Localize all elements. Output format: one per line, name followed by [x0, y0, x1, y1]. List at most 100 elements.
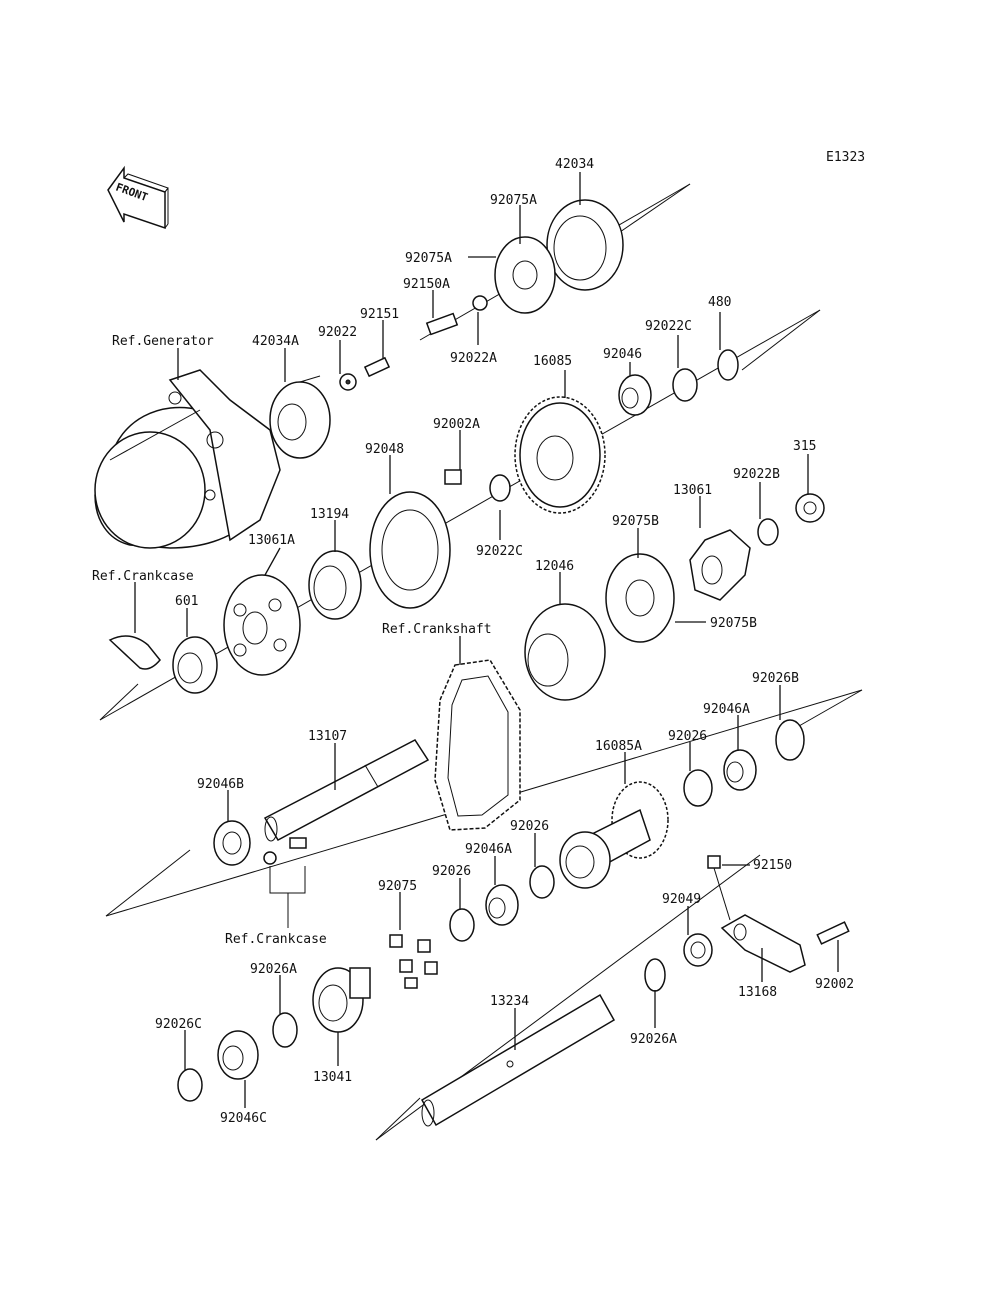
front-arrow-icon: FRONT	[107, 165, 169, 230]
label-92002a: 92002A	[433, 417, 480, 432]
chain-ref-crankshaft	[434, 659, 521, 831]
bolt-92150	[707, 855, 731, 921]
bolt-92150a	[425, 312, 459, 336]
gear-16085	[514, 396, 606, 514]
label-315: 315	[793, 439, 816, 454]
label-92022b: 92022B	[733, 467, 780, 482]
bolt-92002	[816, 921, 850, 945]
label-42034a: 42034A	[252, 334, 299, 349]
ring-92026a-lower	[272, 1012, 298, 1048]
label-92046b: 92046B	[197, 777, 244, 792]
leader-lines	[134, 172, 839, 1108]
label-92026a-2: 92026A	[630, 1032, 677, 1047]
washer-92022b	[757, 518, 779, 546]
label-92026a-1: 92026A	[250, 962, 297, 977]
label-13234: 13234	[490, 994, 529, 1009]
ring-92026-b	[529, 865, 555, 899]
label-ref-generator: Ref.Generator	[112, 334, 214, 349]
label-92075a-1: 92075A	[490, 193, 537, 208]
label-92075b-1: 92075B	[612, 514, 659, 529]
label-601: 601	[175, 594, 198, 609]
shaft-13107	[263, 739, 430, 842]
plate-92048	[369, 491, 451, 609]
washer-crankcase	[263, 851, 277, 865]
bolt-92002a	[444, 469, 462, 485]
generator-cover	[94, 369, 281, 549]
bolt-92151	[363, 356, 391, 378]
collar-13194	[308, 550, 362, 620]
damper-92075	[389, 934, 438, 989]
bearing-92046	[618, 374, 652, 416]
label-92075: 92075	[378, 879, 417, 894]
washer-92022a	[472, 295, 488, 311]
ring-92026-c	[449, 908, 475, 942]
label-92049: 92049	[662, 892, 701, 907]
label-16085a: 16085A	[595, 739, 642, 754]
flange-42034a	[269, 375, 331, 459]
label-13061: 13061	[673, 483, 712, 498]
label-ref-crankshaft: Ref.Crankshaft	[382, 622, 492, 637]
label-92026c: 92026C	[155, 1017, 202, 1032]
damper-rubber-92075b	[605, 553, 675, 643]
label-92022: 92022	[318, 325, 357, 340]
label-42034: 42034	[555, 157, 594, 172]
label-12046: 12046	[535, 559, 574, 574]
label-13061a: 13061A	[248, 533, 295, 548]
ring-92026a-shaft	[644, 958, 666, 992]
part-labels: 42034 92075A 92075A 92150A 92022A 16085 …	[92, 157, 854, 1126]
cup-16085a	[559, 831, 611, 889]
label-92022c-1: 92022C	[645, 319, 692, 334]
ring-92026-a	[683, 769, 713, 807]
seal-92046b	[213, 820, 251, 866]
label-92046a-1: 92046A	[703, 702, 750, 717]
label-92026-2: 92026	[510, 819, 549, 834]
label-92046: 92046	[603, 347, 642, 362]
hub-13061a	[223, 574, 301, 676]
label-92026-1: 92026	[668, 729, 707, 744]
bearing-92046a-lower	[485, 884, 519, 926]
damper-rubber-92075a	[494, 236, 556, 314]
label-92046a-2: 92046A	[465, 842, 512, 857]
diagram-code: E1323	[826, 150, 865, 165]
circlip-480	[717, 349, 739, 381]
bearing-601	[172, 636, 218, 694]
arm-13168	[720, 914, 806, 973]
label-13194: 13194	[310, 507, 349, 522]
sprocket-12046	[524, 603, 606, 701]
damper-housing-42034	[546, 199, 624, 291]
label-92048: 92048	[365, 442, 404, 457]
washer-92026c	[177, 1068, 203, 1102]
label-92002: 92002	[815, 977, 854, 992]
label-92075b-2: 92075B	[710, 616, 757, 631]
label-92046c: 92046C	[220, 1111, 267, 1126]
label-13168: 13168	[738, 985, 777, 1000]
label-ref-crankcase-2: Ref.Crankcase	[225, 932, 327, 947]
label-13107: 13107	[308, 729, 347, 744]
ring-92022c-upper	[672, 368, 698, 402]
shaft-13234	[420, 993, 616, 1127]
label-92026b: 92026B	[752, 671, 799, 686]
washer-92026b	[775, 719, 805, 761]
label-13041: 13041	[313, 1070, 352, 1085]
label-92150: 92150	[753, 858, 792, 873]
washer-92022	[339, 373, 357, 391]
bolt-crankcase	[289, 837, 307, 849]
ring-92022c-mid	[489, 474, 511, 502]
hub-13041	[312, 967, 371, 1033]
ref-crankcase-bracket	[269, 866, 306, 894]
label-92022a: 92022A	[450, 351, 497, 366]
label-480: 480	[708, 295, 731, 310]
hub-13061	[689, 529, 751, 601]
label-92026-3: 92026	[432, 864, 471, 879]
label-16085: 16085	[533, 354, 572, 369]
label-92022c-2: 92022C	[476, 544, 523, 559]
crankcase-tab	[108, 635, 161, 670]
bearing-92046c	[217, 1030, 259, 1080]
bearing-92049	[683, 933, 713, 967]
label-ref-crankcase-1: Ref.Crankcase	[92, 569, 194, 584]
bearing-92046a-upper	[723, 749, 757, 791]
label-92150a: 92150A	[403, 277, 450, 292]
label-92075a-2: 92075A	[405, 251, 452, 266]
